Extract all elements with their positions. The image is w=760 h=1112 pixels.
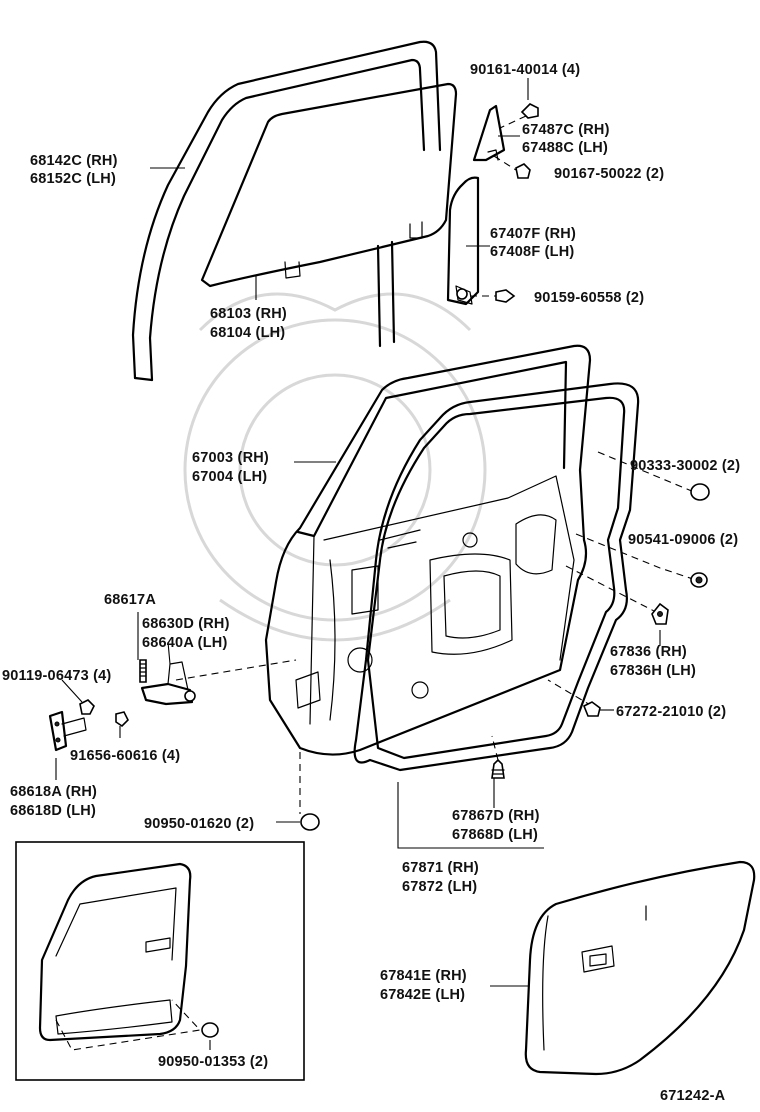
label-68152c: 68152C (LH) (30, 171, 116, 187)
label-67867d: 67867D (RH) (452, 808, 540, 824)
cap-67836 (651, 602, 669, 625)
bracket-67487c (472, 104, 506, 162)
label-90159: 90159-60558 (2) (534, 290, 644, 306)
door-glass-68103 (200, 82, 458, 348)
part-labels: 68142C (RH) 68152C (LH) 68103 (RH) 68104… (2, 62, 740, 1104)
door-weatherstrip-67871 (353, 382, 640, 772)
label-68630d: 68630D (RH) (142, 616, 230, 632)
plug-90950-a (300, 813, 320, 831)
label-90541: 90541-09006 (2) (628, 532, 738, 548)
bolt-90159 (470, 289, 516, 303)
label-67836h: 67836H (LH) (610, 663, 696, 679)
label-67408f: 67408F (LH) (490, 244, 574, 260)
label-67003: 67003 (RH) (192, 450, 269, 466)
label-67842e: 67842E (LH) (380, 987, 465, 1003)
label-68142c: 68142C (RH) (30, 153, 118, 169)
label-68103: 68103 (RH) (210, 306, 287, 322)
label-67841e: 67841E (RH) (380, 968, 467, 984)
label-90161: 90161-40014 (4) (470, 62, 580, 78)
label-67836: 67836 (RH) (610, 644, 687, 660)
label-68618a: 68618A (RH) (10, 784, 97, 800)
label-91656: 91656-60616 (4) (70, 748, 180, 764)
bolt-90161 (499, 103, 539, 129)
label-67868d: 67868D (LH) (452, 827, 538, 843)
hinge-68618a (48, 710, 87, 752)
label-90950-a: 90950-01620 (2) (144, 816, 254, 832)
label-67871: 67871 (RH) (402, 860, 479, 876)
label-90950-b: 90950-01353 (2) (158, 1054, 268, 1070)
plug-90333 (690, 483, 710, 501)
label-67487c: 67487C (RH) (522, 122, 610, 138)
leader-lines (55, 78, 661, 1050)
label-90167: 90167-50022 (2) (554, 166, 664, 182)
diagram-id: 671242-A (660, 1088, 726, 1104)
door-trim-board-67841e (524, 860, 756, 1076)
hinge-pin-68617a (139, 659, 147, 683)
bolt-91656 (115, 711, 129, 728)
bolt-90167 (493, 155, 531, 179)
clip-67867d (491, 758, 505, 779)
label-90119: 90119-06473 (4) (2, 668, 111, 684)
division-bar-67407f (446, 176, 480, 306)
glass-run-channel-68142c (131, 40, 442, 382)
label-67407f: 67407F (RH) (490, 226, 576, 242)
label-68640a: 68640A (LH) (142, 635, 227, 651)
label-68618d: 68618D (LH) (10, 803, 96, 819)
label-68104: 68104 (LH) (210, 325, 285, 341)
door-panel-67003 (264, 344, 592, 756)
label-68617a: 68617A (104, 592, 156, 608)
plug-90541 (690, 572, 708, 588)
label-67272: 67272-21010 (2) (616, 704, 726, 720)
clip-67272 (582, 701, 601, 717)
label-67488c: 67488C (LH) (522, 140, 608, 156)
label-90333: 90333-30002 (2) (630, 458, 740, 474)
label-67004: 67004 (LH) (192, 469, 267, 485)
inset-view-box (15, 841, 305, 1081)
label-67872: 67872 (LH) (402, 879, 477, 895)
bolt-90119 (79, 699, 95, 715)
door-check-68630d (140, 661, 196, 706)
assembly-dash-lines (175, 451, 697, 814)
